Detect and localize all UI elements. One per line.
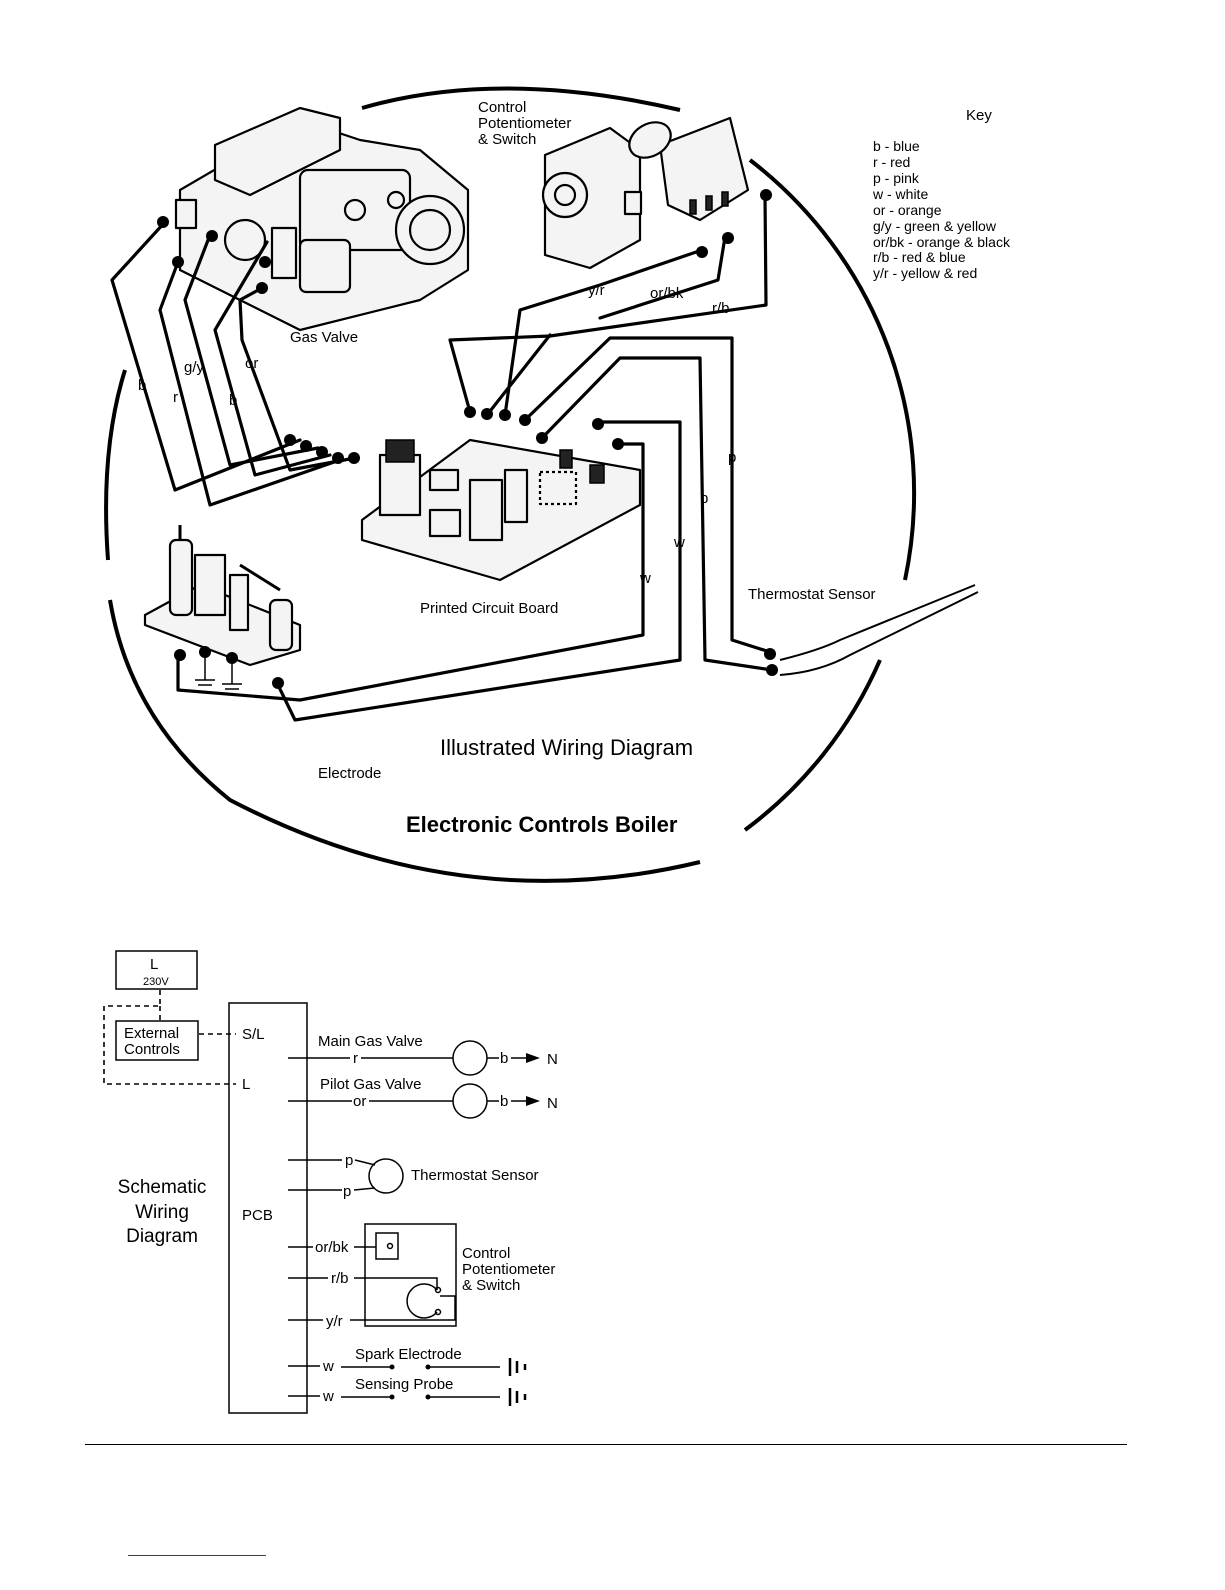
earth-symbols [195, 652, 242, 690]
thermostat-sensor-label: Thermostat Sensor [748, 586, 876, 603]
main-gas-valve-label: Main Gas Valve [318, 1033, 423, 1050]
schematic-wiring-diagram: L 230V External Controls S/L L PCB Schem… [103, 950, 558, 1414]
wire-end-dots [157, 189, 778, 689]
key-item: w - white [872, 186, 928, 202]
thermostat-sensor-schematic-label: Thermostat Sensor [411, 1167, 539, 1184]
wire-label-gy: g/y [184, 359, 205, 376]
potentiometer-drawing [541, 116, 750, 270]
colour-key: Key b - blue r - red p - pink w - white … [872, 107, 1011, 281]
potentiometer-schematic-label-line3: & Switch [462, 1277, 520, 1294]
wire-label-b-mid: b [229, 392, 237, 409]
schematic-title-line2: Wiring [135, 1202, 189, 1223]
terminal-l-label: L [242, 1076, 250, 1093]
wire-label-p2: p [700, 490, 708, 507]
potentiometer-wire-rb: r/b [331, 1270, 349, 1287]
diagram-circle-outline [104, 86, 917, 883]
main-gas-valve-coil [452, 1040, 488, 1076]
potentiometer-switch-symbol [375, 1232, 399, 1260]
wires [110, 193, 774, 722]
potentiometer-label-line2: Potentiometer [478, 115, 571, 132]
wire-label-w1: w [673, 534, 685, 551]
wire-label-w2: w [639, 570, 651, 587]
supply-box [115, 950, 198, 990]
electrode-label: Electrode [318, 765, 381, 782]
pilot-gas-valve-coil [452, 1083, 488, 1119]
schematic-title-line1: Schematic [118, 1177, 207, 1198]
wire-label-or: or [245, 355, 258, 372]
key-item: p - pink [873, 170, 920, 186]
thermostat-sensor-symbol [368, 1158, 404, 1194]
sensing-probe-earth-symbol [508, 1388, 527, 1406]
key-item: or - orange [873, 202, 942, 218]
spark-electrode-earth-symbol [508, 1358, 527, 1376]
key-item: or/bk - orange & black [873, 234, 1011, 250]
potentiometer-schematic-label-line1: Control [462, 1245, 510, 1262]
key-title: Key [966, 107, 992, 124]
key-item: r - red [873, 154, 910, 170]
illustrated-diagram-title: Illustrated Wiring Diagram [440, 735, 693, 760]
potentiometer-schematic-label-line2: Potentiometer [462, 1261, 555, 1278]
electrode-assembly-drawing [143, 525, 302, 667]
external-controls-label-line1: External [124, 1025, 179, 1042]
potentiometer-wire-orbk: or/bk [315, 1239, 349, 1256]
gas-valve-label: Gas Valve [290, 329, 358, 346]
spark-electrode-wire: w [322, 1358, 334, 1375]
wire-label-yr: y/r [588, 282, 605, 299]
key-item: g/y - green & yellow [873, 218, 997, 234]
main-gas-valve-neutral: N [547, 1051, 558, 1068]
illustrated-wiring-diagram: Control Potentiometer & Switch Gas Valve… [104, 86, 1011, 883]
terminal-sl-label: S/L [242, 1026, 265, 1043]
thermostat-sensor-probe [779, 584, 979, 676]
pcb-drawing [360, 438, 642, 582]
spark-electrode-label: Spark Electrode [355, 1346, 462, 1363]
schematic-pcb-box [228, 1002, 308, 1414]
footer-link-underline[interactable] [128, 1555, 266, 1556]
wire-label-p1: p [728, 449, 736, 466]
potentiometer-label-line3: & Switch [478, 131, 536, 148]
potentiometer-switch-box [364, 1223, 457, 1327]
schematic-pcb-label: PCB [242, 1207, 273, 1224]
pilot-gas-valve-wire: or [353, 1093, 366, 1110]
external-controls-box [115, 1020, 199, 1061]
wire-label-r: r [173, 389, 178, 406]
gas-valve-drawing [174, 106, 470, 332]
sensing-probe-label: Sensing Probe [355, 1376, 453, 1393]
potentiometer-label-line1: Control [478, 99, 526, 116]
supply-voltage: 230V [143, 976, 169, 988]
external-controls-label-line2: Controls [124, 1041, 180, 1058]
potentiometer-wire-yr: y/r [326, 1313, 343, 1330]
key-item: r/b - red & blue [873, 249, 966, 265]
thermostat-wire-bottom: p [343, 1183, 351, 1200]
supply-label: L [150, 956, 158, 973]
sensing-probe-wire: w [322, 1388, 334, 1405]
key-item: b - blue [873, 138, 920, 154]
pcb-label: Printed Circuit Board [420, 600, 558, 617]
pilot-gas-valve-out-wire: b [500, 1093, 508, 1110]
illustrated-diagram-subtitle: Electronic Controls Boiler [406, 812, 678, 837]
potentiometer-symbol [406, 1283, 438, 1319]
key-item: y/r - yellow & red [873, 265, 977, 281]
main-gas-valve-out-wire: b [500, 1050, 508, 1067]
pilot-gas-valve-label: Pilot Gas Valve [320, 1076, 421, 1093]
wire-label-b-left: b [138, 377, 146, 394]
page-bottom-rule [85, 1444, 1127, 1445]
wire-label-rb: r/b [712, 300, 730, 317]
main-gas-valve-wire: r [353, 1050, 358, 1067]
wire-label-orbk: or/bk [650, 285, 684, 302]
thermostat-wire-top: p [345, 1152, 353, 1169]
pilot-gas-valve-neutral: N [547, 1095, 558, 1112]
schematic-title-line3: Diagram [126, 1226, 198, 1247]
